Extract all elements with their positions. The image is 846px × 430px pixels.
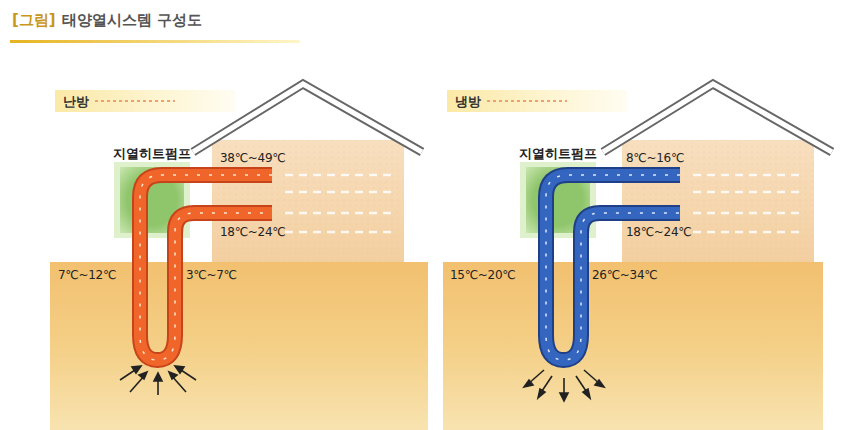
heat-pump: 지열히트펌프	[120, 167, 184, 233]
heat-pump-label: 지열히트펌프	[519, 145, 597, 163]
temperature-label: 8℃~16℃	[626, 151, 684, 165]
pipe-loop	[140, 175, 272, 360]
heat-pump-label: 지열히트펌프	[113, 145, 191, 163]
ground	[50, 262, 428, 430]
banner-band: 난방	[55, 90, 239, 112]
temperature-label: 18℃~24℃	[626, 225, 691, 239]
pipe-loop	[546, 175, 680, 360]
temperature-label: 3℃~7℃	[186, 268, 237, 282]
title-underline	[10, 40, 300, 43]
temperature-label: 38℃~49℃	[220, 151, 285, 165]
heat-arrows	[120, 366, 604, 401]
ground	[443, 262, 823, 430]
temperature-label: 26℃~34℃	[592, 268, 657, 282]
temperature-label: 15℃~20℃	[450, 268, 515, 282]
banner-text: 냉방	[447, 90, 631, 114]
banner-text: 난방	[55, 90, 239, 114]
temperature-label: 18℃~24℃	[220, 225, 285, 239]
temperature-label: 7℃~12℃	[58, 268, 116, 282]
figure-tag: [그림]	[12, 11, 56, 30]
title: 태양열시스템 구성도	[62, 11, 202, 30]
heat-pump: 지열히트펌프	[526, 167, 590, 233]
banner-band: 냉방	[447, 90, 631, 112]
